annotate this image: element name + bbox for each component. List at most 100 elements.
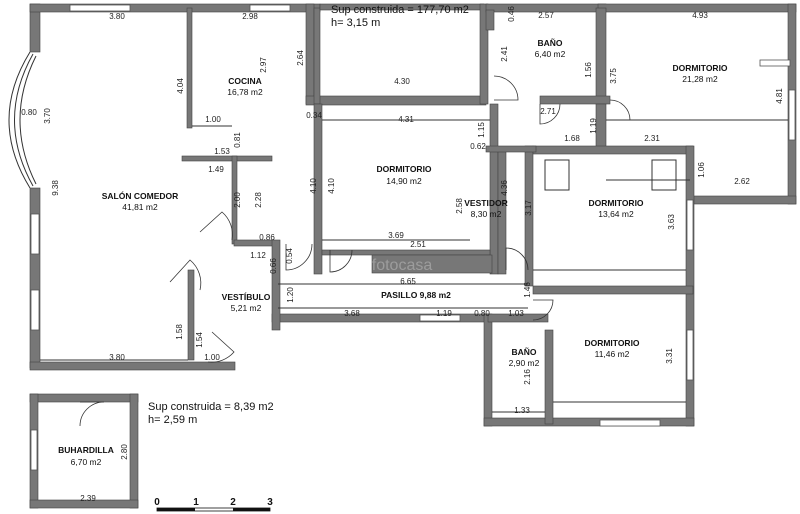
scale-tick-3: 3 [267, 497, 273, 508]
dim-label: 0.86 [259, 233, 275, 242]
dim-label: 0.80 [21, 108, 37, 117]
scale-tick-2: 2 [230, 497, 236, 508]
room-name-salon: SALÓN COMEDOR [102, 190, 179, 201]
room-name-dorm-bottomright: DORMITORIO [584, 338, 639, 348]
dim-label: 3.69 [388, 231, 404, 240]
dim-label: 2.58 [455, 198, 464, 214]
main-surface-label: Sup construida = 177,70 m2 [331, 4, 469, 16]
dim-label: 2.39 [80, 494, 96, 503]
room-area-bano2: 2,90 m2 [509, 358, 540, 368]
dim-label: 4.10 [309, 178, 318, 194]
room-area-cocina: 16,78 m2 [227, 87, 263, 97]
dim-label: 1.19 [436, 309, 452, 318]
room-labels: SALÓN COMEDOR 41,81 m2 COCINA 16,78 m2 D… [58, 38, 728, 467]
room-area-dorm-bottomright: 11,46 m2 [595, 349, 630, 359]
dim-label: 3.17 [524, 200, 533, 216]
attic-surface-label: Sup construida = 8,39 m2 [148, 401, 274, 413]
dim-label: 2.62 [734, 177, 750, 186]
dim-label: 2.41 [500, 46, 509, 62]
dim-label: 1.68 [564, 134, 580, 143]
windows [8, 4, 796, 471]
dim-label: 0.81 [233, 132, 242, 148]
dim-label: 2.80 [120, 444, 129, 460]
dim-label: 3.80 [109, 353, 125, 362]
dim-label: 4.31 [398, 115, 414, 124]
room-area-vestibulo: 5,21 m2 [231, 303, 262, 313]
watermark: fotocasa [372, 257, 433, 274]
dim-label: 3.80 [109, 12, 125, 21]
dim-label: 1.20 [286, 287, 295, 303]
room-name-vestibulo: VESTÍBULO [222, 292, 271, 302]
doors [79, 75, 677, 427]
dim-label: 1.56 [584, 62, 593, 78]
room-area-bano1: 6,40 m2 [535, 49, 566, 59]
dim-label: 6.65 [400, 277, 416, 286]
dim-label: 4.10 [327, 178, 336, 194]
room-area-dorm-center: 14,90 m2 [386, 176, 422, 186]
dim-label: 0.62 [470, 142, 486, 151]
dim-label: 1.46 [523, 282, 532, 298]
dim-label: 3.31 [665, 348, 674, 364]
room-name-cocina: COCINA [228, 76, 262, 86]
dim-label: 0.66 [269, 258, 278, 274]
dim-label: 1.54 [195, 332, 204, 348]
dim-label: 3.70 [43, 108, 52, 124]
dim-label: 2.51 [410, 240, 426, 249]
dim-label: 2.57 [538, 11, 554, 20]
dim-label: 1.00 [204, 353, 220, 362]
dim-label: 2.00 [233, 192, 242, 208]
inner-lines [40, 119, 788, 413]
room-name-dorm-topright: DORMITORIO [672, 63, 727, 73]
main-height-label: h= 3,15 m [331, 17, 380, 29]
dim-label: 1.58 [175, 324, 184, 340]
dim-label: 2.28 [254, 192, 263, 208]
room-area-buhardilla: 6,70 m2 [71, 457, 102, 467]
dim-label: 0.46 [507, 6, 516, 22]
room-area-vestidor: 8,30 m2 [471, 209, 502, 219]
dim-label: 1.12 [250, 251, 266, 260]
scale-bar: 0 1 2 3 [154, 497, 273, 512]
room-name-bano2: BAÑO [511, 347, 536, 357]
room-name-pasillo: PASILLO 9,88 m2 [381, 290, 451, 300]
dim-label: 2.31 [644, 134, 660, 143]
dim-label: 1.33 [514, 406, 530, 415]
room-area-dorm-right: 13,64 m2 [598, 209, 634, 219]
dimension-labels: 3.80 2.98 4.04 2.97 2.64 4.30 0.34 4.31 … [21, 6, 784, 503]
dim-label: 9.38 [51, 180, 60, 196]
room-name-dorm-right: DORMITORIO [588, 198, 643, 208]
dim-label: 3.68 [344, 309, 360, 318]
dim-label: 4.30 [394, 77, 410, 86]
dim-label: 0.54 [285, 248, 294, 264]
room-name-vestidor: VESTIDOR [464, 198, 507, 208]
dim-label: 2.16 [523, 369, 532, 385]
dim-label: 2.71 [540, 107, 556, 116]
dim-label: 1.53 [214, 147, 230, 156]
dim-label: 0.34 [306, 111, 322, 120]
attic-height-label: h= 2,59 m [148, 414, 197, 426]
room-area-dorm-topright: 21,28 m2 [682, 74, 718, 84]
dim-label: 3.75 [609, 68, 618, 84]
dim-label: 2.97 [259, 57, 268, 73]
dim-label: 1.00 [205, 115, 221, 124]
dim-label: 3.63 [667, 214, 676, 230]
dim-label: 1.49 [208, 165, 224, 174]
dim-label: 4.93 [692, 11, 708, 20]
dim-label: 4.81 [775, 88, 784, 104]
dim-label: 1.03 [508, 309, 524, 318]
room-area-salon: 41,81 m2 [122, 202, 158, 212]
dim-label: 0.80 [474, 309, 490, 318]
dim-label: 4.36 [500, 180, 509, 196]
dim-label: 2.64 [296, 50, 305, 66]
dim-label: 1.19 [589, 118, 598, 134]
scale-tick-0: 0 [154, 497, 160, 508]
dim-label: 4.04 [176, 78, 185, 94]
walls [29, 3, 797, 509]
dim-label: 1.15 [477, 122, 486, 138]
scale-tick-1: 1 [193, 497, 199, 508]
room-name-dorm-center: DORMITORIO [376, 164, 431, 174]
room-name-buhardilla: BUHARDILLA [58, 445, 114, 455]
room-name-bano1: BAÑO [537, 38, 562, 48]
dim-label: 1.06 [697, 162, 706, 178]
dim-label: 2.98 [242, 12, 258, 21]
